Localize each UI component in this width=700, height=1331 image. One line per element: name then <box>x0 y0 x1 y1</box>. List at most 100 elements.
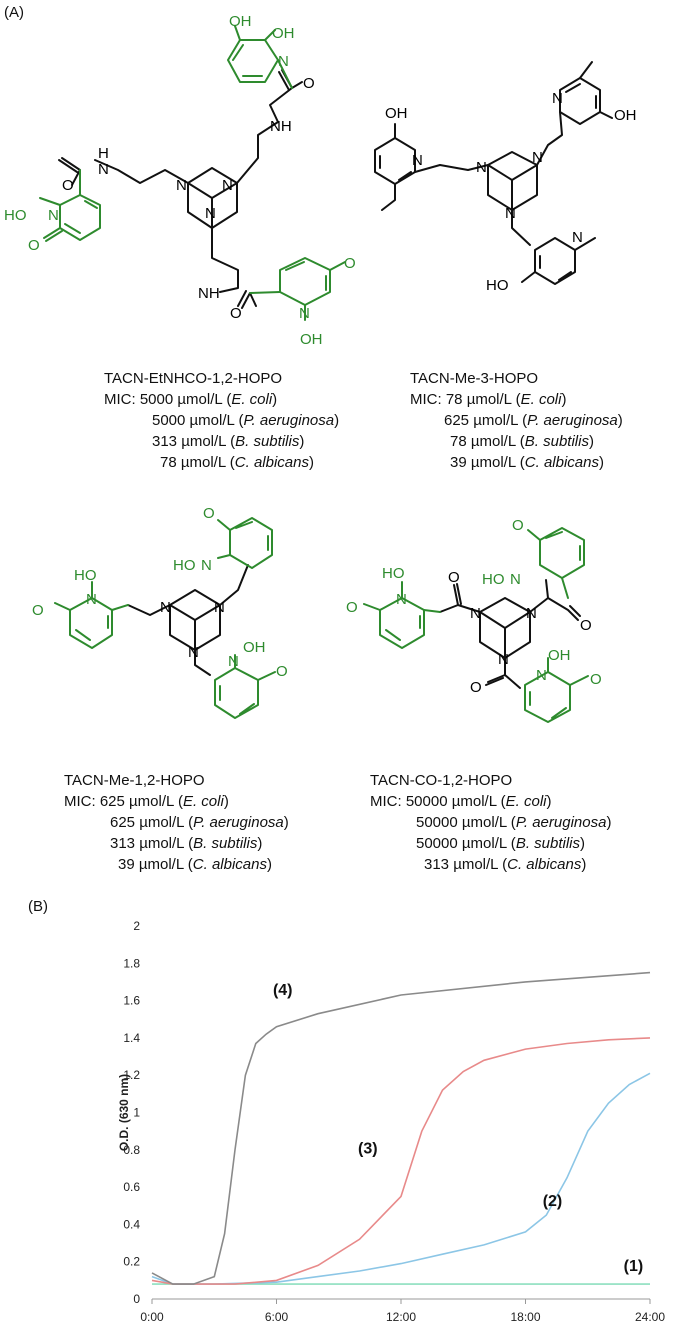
atom-n: N <box>396 591 407 608</box>
paren: ) <box>257 835 263 852</box>
x-tick-label: 24:00 <box>635 1310 665 1324</box>
mic-value: 313 µmol/L ( <box>152 433 236 450</box>
panel-label-b: (B) <box>28 898 48 915</box>
atom-ho: HO <box>482 571 505 588</box>
y-tick-label: 0 <box>133 1292 140 1306</box>
atom-h: H <box>98 145 109 162</box>
hopo-ring-3a <box>229 517 273 569</box>
atom-ho: HO <box>4 207 27 224</box>
tacn-ring-3 <box>169 589 221 651</box>
atom-o: O <box>203 505 215 522</box>
series-line <box>151 1072 651 1285</box>
tacn-ring-4 <box>479 597 531 659</box>
organism: E. coli <box>231 391 273 408</box>
atom-n: N <box>201 557 212 574</box>
atom-nh: NH <box>198 285 220 302</box>
atom-o: O <box>580 617 592 634</box>
atom-n: N <box>532 149 543 166</box>
mic-value: 625 µmol/L ( <box>110 814 194 831</box>
paren: ) <box>266 856 272 873</box>
paren: ) <box>606 814 612 831</box>
y-tick-label: 0.2 <box>123 1255 140 1269</box>
mic-prefix: MIC: <box>410 391 442 408</box>
compound-3-caption: TACN-Me-1,2-HOPO MIC: 625 µmol/L ( E. col… <box>64 770 289 875</box>
atom-n: N <box>476 159 487 176</box>
arm-bottom-co-1 <box>237 290 257 309</box>
organism: P. aeruginosa <box>515 814 607 831</box>
atom-n: N <box>299 305 310 322</box>
pyridine-ring-2b <box>374 137 416 185</box>
compound-4-caption: TACN-CO-1,2-HOPO MIC: 50000 µmol/L (E. c… <box>370 770 611 875</box>
atom-n: N <box>510 571 521 588</box>
atom-n: N <box>98 161 109 178</box>
paren: ) <box>580 835 586 852</box>
atom-n: N <box>498 651 509 668</box>
atom-n: N <box>222 177 233 194</box>
organism: B. subtilis <box>515 835 581 852</box>
atom-oh: OH <box>243 639 266 656</box>
organism: C. albicans <box>192 856 267 873</box>
atom-oh: OH <box>229 13 252 30</box>
mic-value: 50000 µmol/L ( <box>416 814 516 831</box>
atom-oh: OH <box>272 25 295 42</box>
y-tick-label: 1.2 <box>123 1068 140 1082</box>
mic-value: 625 µmol/L ( <box>444 412 528 429</box>
chemical-structures: OH OH N O NH H N O N N N HO N O NH O O N… <box>4 13 637 723</box>
atom-n: N <box>572 229 583 246</box>
atom-n: N <box>228 653 239 670</box>
paren: ) <box>546 793 552 810</box>
atom-n: N <box>536 667 547 684</box>
tacn-ring-1 <box>187 167 238 229</box>
series-label: (3) <box>358 1141 378 1158</box>
organism: C. albicans <box>524 454 599 471</box>
compound-name: TACN-Me-1,2-HOPO <box>64 772 205 789</box>
compound-name: TACN-CO-1,2-HOPO <box>370 772 513 789</box>
mic-prefix: MIC: <box>104 391 136 408</box>
atom-o: O <box>28 237 40 254</box>
mic-prefix: MIC: <box>64 793 96 810</box>
y-tick-label: 1 <box>133 1106 140 1120</box>
paren: ) <box>283 814 289 831</box>
organism: B. subtilis <box>235 433 300 450</box>
y-tick-label: 1.4 <box>123 1031 140 1045</box>
atom-o: O <box>230 305 242 322</box>
paren: ) <box>299 433 305 450</box>
atom-ho: HO <box>382 565 405 582</box>
atom-n: N <box>552 90 563 107</box>
atom-n: N <box>278 53 289 70</box>
hopo-ring-3c <box>214 667 259 719</box>
atom-o: O <box>346 599 358 616</box>
pyridine-ring-2c <box>534 237 576 285</box>
atom-o: O <box>32 602 44 619</box>
panel-label-a: (A) <box>4 4 24 21</box>
organism: E. coli <box>182 793 224 810</box>
mic-value: 313 µmol/L ( <box>110 835 194 852</box>
mic-value: 78 µmol/L ( <box>160 454 235 471</box>
mic-value: 50000 µmol/L ( <box>405 793 506 810</box>
compound-2-caption: TACN-Me-3-HOPO MIC: 78 µmol/L (E. coli) … <box>410 368 623 473</box>
atom-nh: NH <box>270 118 292 135</box>
organism: C. albicans <box>234 454 309 471</box>
hopo-ring-top-1 <box>227 39 279 83</box>
y-tick-label: 0.6 <box>123 1180 140 1194</box>
compound-1-caption: TACN-EtNHCO-1,2-HOPO MIC: 5000 µmol/L (E… <box>104 368 339 473</box>
x-tick-label: 6:00 <box>265 1310 289 1324</box>
series-line <box>151 971 651 1285</box>
atom-oh: OH <box>548 647 571 664</box>
atom-o: O <box>276 663 288 680</box>
tacn-ring-2 <box>487 151 538 211</box>
atom-n: N <box>470 605 481 622</box>
atom-o: O <box>344 255 356 272</box>
atom-n: N <box>505 205 516 222</box>
organism: P. aeruginosa <box>193 814 284 831</box>
y-tick-label: 1.8 <box>123 956 140 970</box>
hopo-ring-4a <box>539 527 585 579</box>
paren: ) <box>588 433 594 450</box>
organism: B. subtilis <box>524 433 589 450</box>
y-axis-label: O.D. (630 nm) <box>117 1074 131 1151</box>
atom-o: O <box>62 177 74 194</box>
hopo-ring-bottom-1 <box>279 257 331 306</box>
atom-o: O <box>448 569 460 586</box>
paren: ) <box>561 391 567 408</box>
series-label: (4) <box>273 982 293 999</box>
